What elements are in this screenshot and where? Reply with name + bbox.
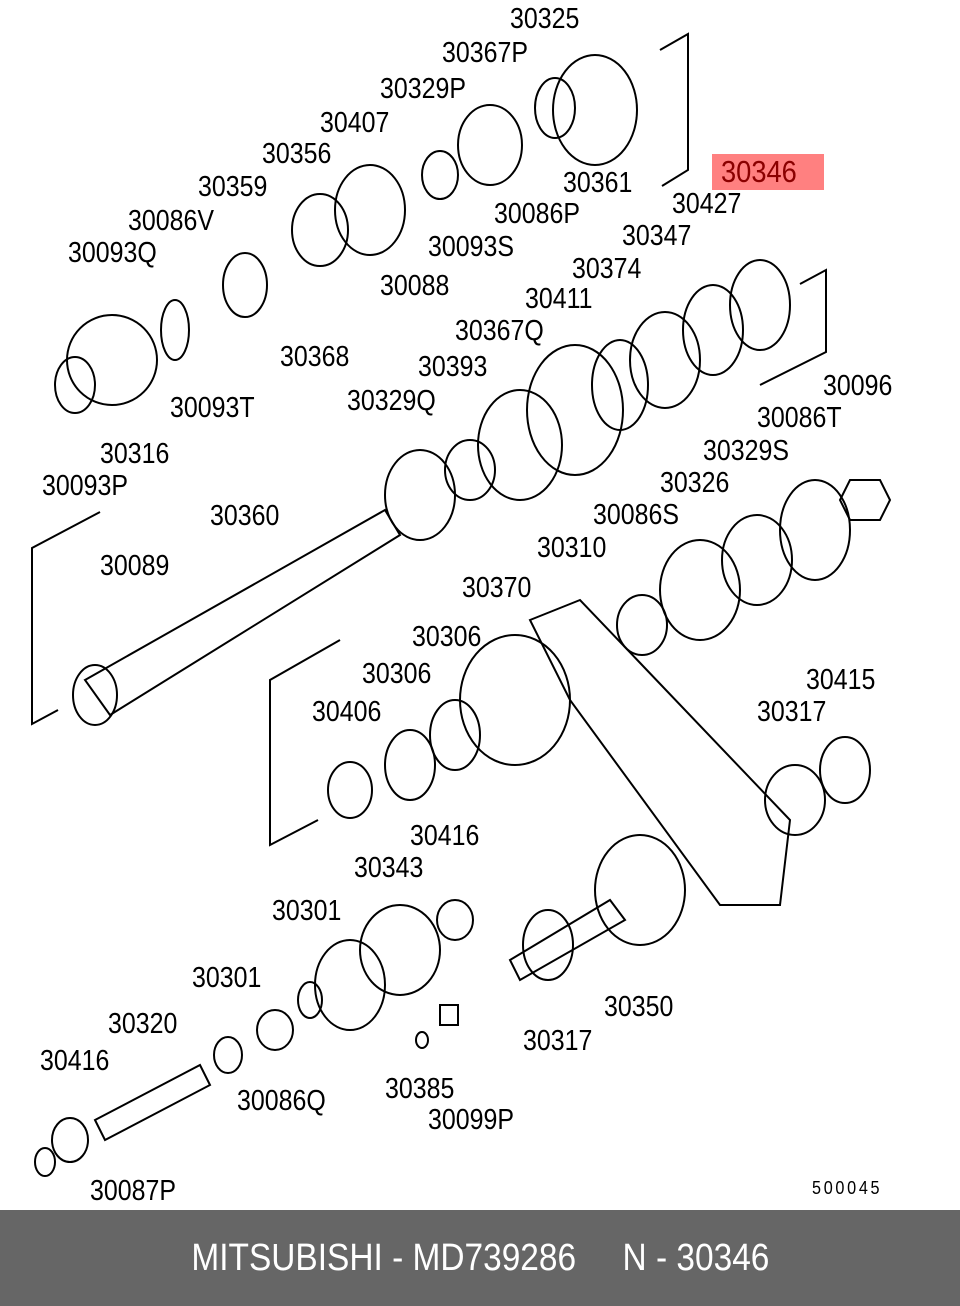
part-number-label[interactable]: 30086V <box>128 205 214 237</box>
part-number-label[interactable]: 30301 <box>272 895 342 927</box>
part-number-label[interactable]: 30096 <box>823 370 893 402</box>
part-number-label[interactable]: 30347 <box>622 220 692 252</box>
part-number-label[interactable]: 30093P <box>42 470 128 502</box>
gear-30325 <box>552 54 638 166</box>
part-number-label[interactable]: 30325 <box>510 3 580 35</box>
part-number-label[interactable]: 30099P <box>428 1104 514 1136</box>
counter-gear-group <box>269 634 571 847</box>
part-number-label[interactable]: 30361 <box>563 167 633 199</box>
part-number-label[interactable]: 30301 <box>192 962 262 994</box>
synchronizer-group <box>384 259 827 541</box>
part-number-label[interactable]: 30093S <box>428 231 514 263</box>
part-number-label[interactable]: 30385 <box>385 1073 455 1105</box>
part-number-label[interactable]: 30343 <box>354 852 424 884</box>
part-30346-ring <box>729 259 791 351</box>
part-number-label[interactable]: 30416 <box>40 1045 110 1077</box>
part-number-label[interactable]: 30087P <box>90 1175 176 1207</box>
part-number-label[interactable]: 30317 <box>757 696 827 728</box>
part-number-label[interactable]: 30356 <box>262 138 332 170</box>
part-number-label[interactable]: 30360 <box>210 500 280 532</box>
part-number-label[interactable]: 30415 <box>806 664 876 696</box>
part-number-label[interactable]: 30310 <box>537 532 607 564</box>
part-number-label[interactable]: 30368 <box>280 341 350 373</box>
part-number-label[interactable]: 30329P <box>380 73 466 105</box>
right-parts-group <box>616 479 892 836</box>
part-number-label[interactable]: 30306 <box>362 658 432 690</box>
part-number-label[interactable]: 30367P <box>442 37 528 69</box>
part-number-label[interactable]: 30370 <box>462 572 532 604</box>
part-number-label[interactable]: 30316 <box>100 438 170 470</box>
output-shaft-group <box>508 834 686 982</box>
part-number-label[interactable]: 30350 <box>604 991 674 1023</box>
footer-part-info: MITSUBISHI - MD739286 N - 30346 <box>191 1236 769 1279</box>
part-number-label[interactable]: 30411 <box>525 283 593 315</box>
part-number-label[interactable]: 30427 <box>672 188 742 220</box>
part-number-label[interactable]: 30086Q <box>237 1085 326 1117</box>
part-number-label[interactable]: 30093T <box>170 392 255 424</box>
parts-drawing <box>31 32 892 1177</box>
part-number-label[interactable]: 30329S <box>703 435 789 467</box>
part-number-label[interactable]: 30416 <box>410 820 480 852</box>
part-number-label[interactable]: 30326 <box>660 467 730 499</box>
part-number-label[interactable]: 30088 <box>380 270 450 302</box>
part-number-label[interactable]: 30406 <box>312 696 382 728</box>
part-number-label[interactable]: 30374 <box>572 253 642 285</box>
part-number-label[interactable]: 30393 <box>418 351 488 383</box>
upper-gear-group <box>54 32 689 414</box>
highlighted-part-number: 30346 <box>721 154 797 189</box>
part-number-label[interactable]: 30306 <box>412 621 482 653</box>
part-number-label[interactable]: 30086S <box>593 499 679 531</box>
part-number-label[interactable]: 30086P <box>494 198 580 230</box>
lower-gear-group <box>34 899 474 1177</box>
part-number-label[interactable]: 30089 <box>100 550 170 582</box>
footer-bar: MITSUBISHI - MD739286 N - 30346 <box>0 1210 960 1306</box>
part-number-label[interactable]: 30367Q <box>455 315 544 347</box>
drawing-code: 500045 <box>812 1178 883 1198</box>
part-number-label[interactable]: 30320 <box>108 1008 178 1040</box>
part-number-label[interactable]: 30086T <box>757 402 842 434</box>
main-shaft-30360 <box>31 508 402 726</box>
highlighted-part-label[interactable]: 30346 <box>712 154 824 190</box>
part-number-label[interactable]: 30317 <box>523 1025 593 1057</box>
part-number-label[interactable]: 30093Q <box>68 237 157 269</box>
part-number-label[interactable]: 30329Q <box>347 385 436 417</box>
part-number-label[interactable]: 30359 <box>198 171 268 203</box>
part-number-label[interactable]: 30407 <box>320 107 390 139</box>
